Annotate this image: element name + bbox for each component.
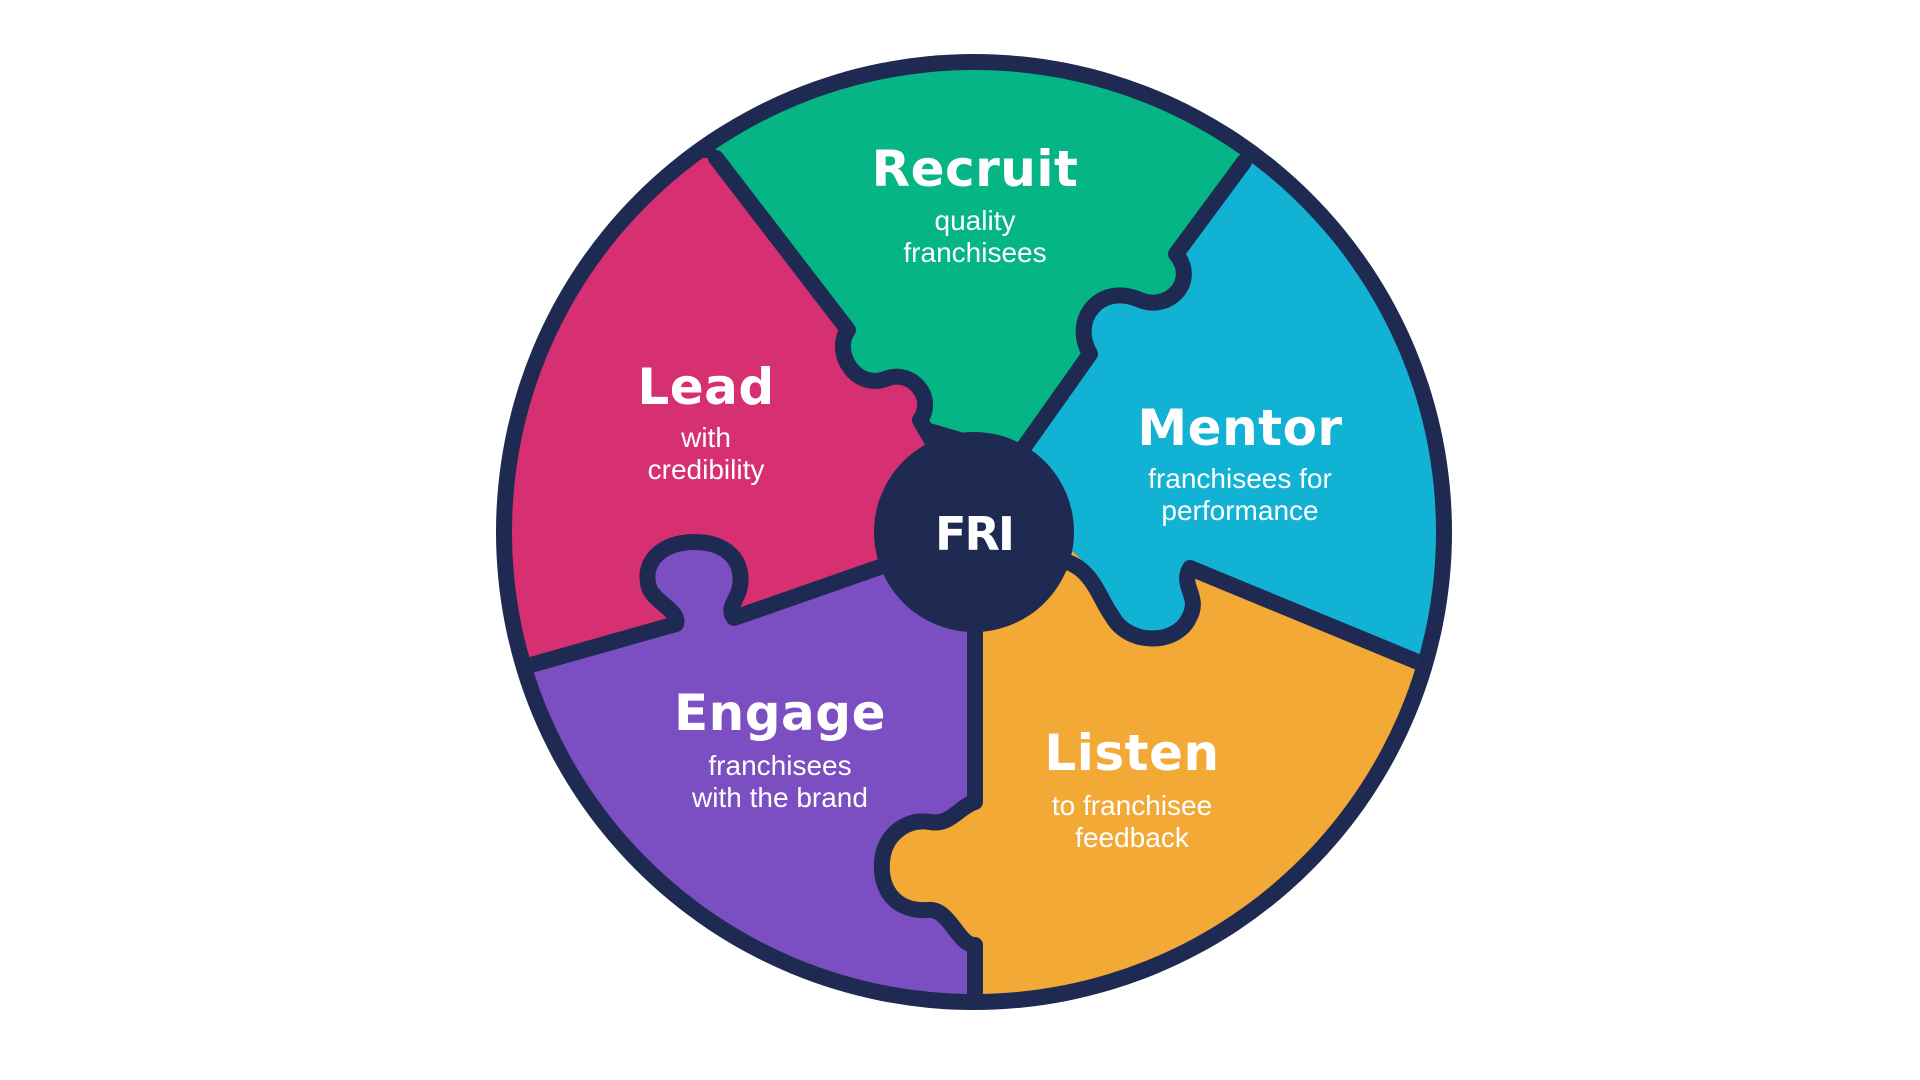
recruit-subtitle-line1: quality	[935, 205, 1016, 236]
fri-logo: FRI	[935, 507, 1013, 561]
label-recruit: Recruit quality franchisees	[872, 140, 1079, 268]
lead-subtitle-line1: with	[680, 422, 731, 453]
seam-recruit-mentor	[1014, 154, 1252, 458]
engage-subtitle-line2: with the brand	[691, 782, 868, 813]
label-lead: Lead with credibility	[637, 358, 774, 485]
lead-subtitle-line2: credibility	[648, 454, 765, 485]
center-hub	[874, 432, 1074, 632]
label-engage: Engage franchisees with the brand	[674, 684, 886, 813]
mentor-subtitle-line1: franchisees for	[1148, 463, 1332, 494]
lead-title: Lead	[637, 358, 774, 416]
seam-listen-engage	[873, 592, 983, 994]
segment-mentor	[1022, 162, 1436, 667]
mentor-subtitle-line2: performance	[1161, 495, 1318, 526]
seam-recruit-lead	[708, 150, 948, 463]
label-mentor: Mentor franchisees for performance	[1137, 399, 1342, 526]
listen-subtitle-line2: feedback	[1075, 822, 1190, 853]
segment-lead	[512, 158, 930, 668]
engage-subtitle-line1: franchisees	[708, 750, 851, 781]
seam-mentor-listen	[1032, 551, 1436, 675]
recruit-title: Recruit	[872, 140, 1079, 198]
seam-engage-lead	[512, 534, 908, 676]
recruit-subtitle-line2: franchisees	[903, 237, 1046, 268]
label-listen: Listen to franchisee feedback	[1044, 724, 1219, 853]
mentor-title: Mentor	[1137, 399, 1342, 457]
listen-subtitle-line1: to franchisee	[1052, 790, 1212, 821]
listen-title: Listen	[1044, 724, 1219, 782]
engage-title: Engage	[674, 684, 886, 742]
